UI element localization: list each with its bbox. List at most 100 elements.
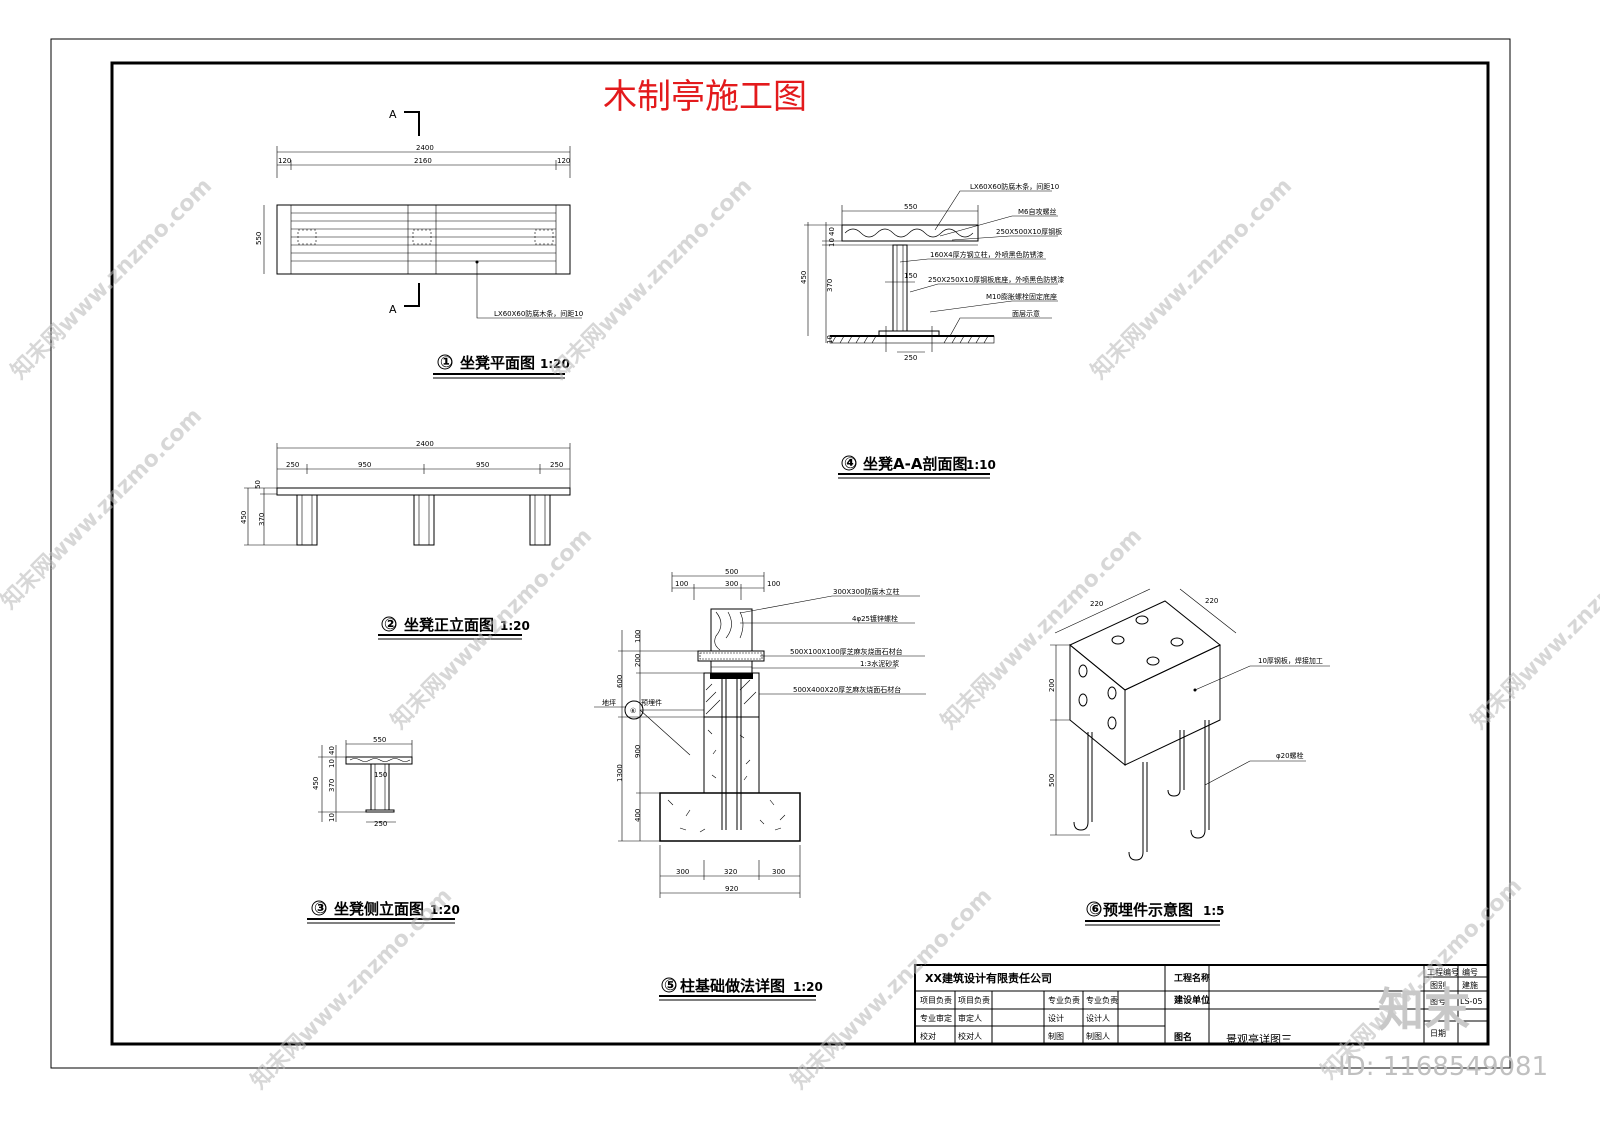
footing-caption: 柱基础做法详图 [680, 977, 785, 995]
plan-dim-total: 2400 [416, 144, 434, 152]
footing-note-5: 500X400X20厚芝麻灰烧面石材台 [793, 685, 901, 694]
plan-dim-mid: 2160 [414, 157, 432, 165]
embed-caption-no: ⑥ [1089, 900, 1102, 918]
side-caption-no: ③ [314, 899, 327, 917]
footing-dim-top-r: 100 [767, 580, 780, 588]
side-dim-htotal: 450 [312, 777, 320, 790]
footing-detail: 500 100 300 100 [594, 568, 926, 1001]
footing-dim-b3: 300 [772, 868, 785, 876]
tb-r1-d: 设计人 [1086, 1013, 1110, 1023]
section-mark-a-top: A [389, 108, 397, 121]
side-dim-hbot: 10 [328, 813, 336, 822]
footing-dim-top-total: 500 [725, 568, 738, 576]
plan-dim-right: 120 [557, 157, 570, 165]
footing-note-1: 300X300防腐木立柱 [833, 587, 900, 596]
plan-caption: 坐凳平面图 [460, 354, 535, 372]
front-dim-hleg: 370 [258, 513, 266, 526]
footing-dim-v6: 400 [634, 809, 642, 822]
footing-ref-note: 预埋件 [641, 698, 662, 707]
tb-r2-d: 制图人 [1086, 1031, 1110, 1041]
section-note-1: LX60X60防腐木条，间距10 [970, 182, 1059, 191]
tb-right-2-k: 图号 [1430, 997, 1446, 1006]
tb-r0-d: 专业负责 [1086, 995, 1118, 1005]
front-caption-no: ② [384, 615, 397, 633]
watermark-3: 知末网www.znzmo.com [1086, 173, 1297, 384]
section-dim-hbot: 10 [826, 335, 834, 344]
front-dim-htop: 50 [254, 480, 262, 489]
section-dim-htop: 40 [828, 227, 836, 236]
embed-detail: 220 220 200 500 10厚钢板，焊接加工 φ20螺栓 ⑥ 预埋件示意… [1048, 588, 1330, 926]
footing-dim-v4: 900 [634, 745, 642, 758]
embed-note-1: 10厚钢板，焊接加工 [1258, 656, 1323, 665]
footing-ref-no: ⑥ [630, 707, 636, 715]
tb-project-label: 工程名称 [1174, 972, 1210, 984]
tb-r1-c: 设计 [1048, 1013, 1064, 1023]
tb-r2-c: 制图 [1048, 1031, 1064, 1041]
footing-caption-no: ⑤ [664, 976, 677, 994]
footing-ref-label: 地坪 [602, 698, 616, 707]
section-dim-htotal: 450 [800, 271, 808, 284]
plan-view: A A 2400 120 2160 120 550 LX60X6 [255, 108, 583, 379]
front-caption: 坐凳正立面图 [404, 616, 494, 634]
tb-company: XX建筑设计有限责任公司 [925, 971, 1052, 985]
footing-note-2: 4φ25镀锌螺栓 [852, 614, 898, 623]
section-caption: 坐凳A-A剖面图 [863, 455, 967, 473]
tb-r1-b: 审定人 [958, 1013, 982, 1023]
tb-r0-c: 专业负责 [1048, 995, 1080, 1005]
outer-border [50, 38, 1511, 1069]
side-dim-htop: 40 [328, 746, 336, 755]
footing-dim-v3: 600 [616, 675, 624, 688]
side-dim-hmid: 10 [328, 759, 336, 768]
plan-note: LX60X60防腐木条，间距10 [494, 309, 583, 318]
tb-drawing-name-label: 图名 [1174, 1031, 1192, 1043]
tb-r2-b: 校对人 [958, 1031, 982, 1041]
section-scale: 1:10 [966, 458, 996, 472]
inner-border [110, 61, 1490, 1046]
footing-scale: 1:20 [793, 980, 823, 994]
footing-dim-b1: 300 [676, 868, 689, 876]
front-dim-2: 950 [358, 461, 371, 469]
plan-dim-depth: 550 [255, 232, 263, 245]
section-aa: 550 150 250 40 10 450 370 10 LX60 [800, 182, 1064, 479]
side-dim-leg: 150 [374, 771, 387, 779]
side-elevation: 550 150 250 40 10 450 370 10 ③ 坐凳侧立面图 1:… [307, 736, 460, 924]
front-dim-4: 250 [550, 461, 563, 469]
footing-dim-v2: 200 [634, 654, 642, 667]
footing-dim-b-total: 920 [725, 885, 738, 893]
section-note-2: M6自攻螺丝 [1018, 207, 1057, 216]
watermark-6: 知末网www.znzmo.com [936, 523, 1147, 734]
tb-right-3-k: 日期 [1430, 1029, 1446, 1038]
section-caption-no: ④ [844, 454, 857, 472]
footing-dim-top-m: 300 [725, 580, 738, 588]
watermark-logo: 知末 [1378, 983, 1470, 1037]
tb-right-1-v: 建施 [1462, 980, 1478, 990]
footing-dim-b2: 320 [724, 868, 737, 876]
section-dim-base: 250 [904, 354, 917, 362]
plan-caption-no: ① [440, 353, 453, 371]
embed-note-2: φ20螺栓 [1276, 751, 1304, 760]
front-dim-3: 950 [476, 461, 489, 469]
embed-caption: 预埋件示意图 [1103, 901, 1193, 919]
section-dim-hleg: 370 [826, 279, 834, 292]
tb-r2-a: 校对 [920, 1031, 936, 1041]
sheet-title: 木制亭施工图 [603, 77, 807, 117]
section-note-4: 160X4厚方钢立柱，外喷黑色防锈漆 [930, 250, 1044, 259]
embed-dim-w2: 220 [1205, 597, 1218, 605]
title-block: XX建筑设计有限责任公司 工程名称 建设单位 图名 景观亭详图三 项目负责 项目… [914, 964, 1489, 1046]
tb-client-label: 建设单位 [1174, 994, 1210, 1006]
embed-dim-h2: 500 [1048, 774, 1056, 787]
tb-right-1-k: 图别 [1430, 981, 1446, 990]
footing-note-4: 1:3水泥砂浆 [860, 659, 899, 668]
section-note-5: 250X250X10厚钢板底座，外喷黑色防锈漆 [928, 275, 1064, 284]
front-dim-1: 250 [286, 461, 299, 469]
front-dim-htotal: 450 [240, 511, 248, 524]
front-scale: 1:20 [500, 619, 530, 633]
watermark-4: 知末网www.znzmo.com [0, 403, 207, 614]
side-caption: 坐凳侧立面图 [334, 900, 424, 918]
watermark-7: 知末网www.znzmo.com [1466, 523, 1600, 734]
section-dim-width: 550 [904, 203, 917, 211]
section-dim-hmid: 10 [828, 238, 836, 247]
tb-r1-a: 专业审定 [920, 1013, 952, 1023]
footing-dim-v1: 100 [634, 630, 642, 643]
